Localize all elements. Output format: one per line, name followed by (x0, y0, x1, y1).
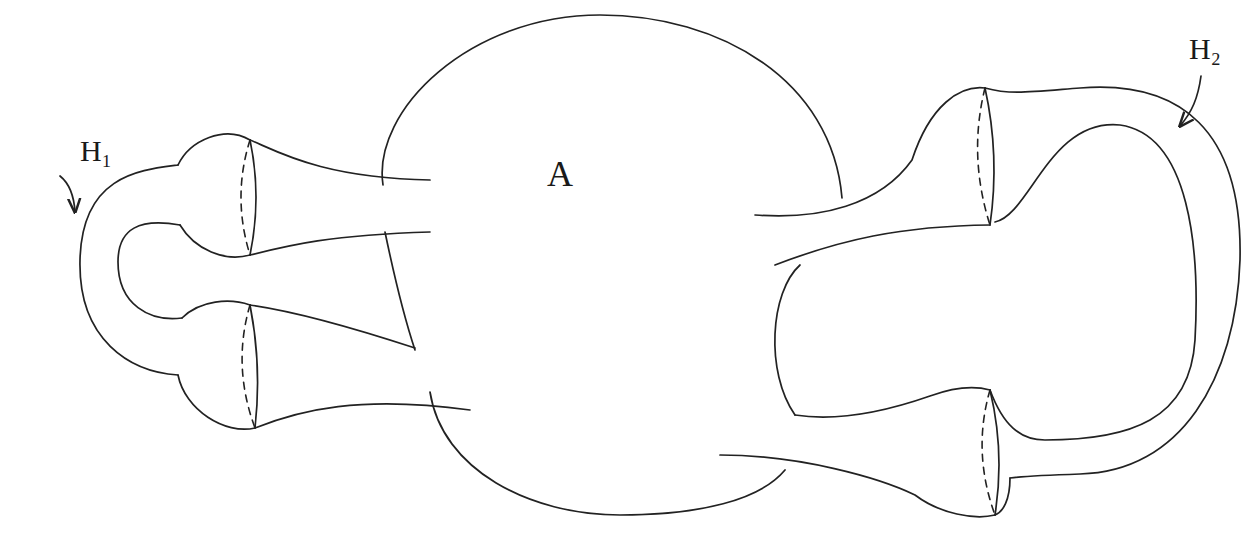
sphere-body: A (370, 8, 860, 523)
neck-tube (255, 404, 470, 428)
hidden-seam (242, 305, 255, 428)
bulb-outline (182, 301, 250, 318)
neck-tube (795, 388, 990, 418)
sphere-outline (382, 15, 842, 198)
bulb-outline (180, 225, 250, 257)
sphere-outline (775, 265, 800, 415)
neck-tube (755, 88, 985, 216)
neck-tube (250, 305, 415, 348)
hidden-seam (978, 88, 990, 225)
leader-arrow (1180, 76, 1201, 126)
handle-label: H₁ (80, 134, 112, 167)
leader-arrow (60, 176, 75, 212)
neck-tube (250, 140, 430, 180)
sphere-outline (430, 392, 785, 515)
seam-line (985, 88, 994, 225)
handle-label: H₂ (1189, 32, 1221, 65)
sphere-outline (385, 232, 415, 350)
sphere-outline (370, 8, 860, 523)
bulb-outline (178, 134, 250, 165)
handle-tube (80, 165, 178, 375)
neck-tube (720, 455, 995, 517)
hidden-seam (982, 390, 995, 515)
seam-line (250, 140, 256, 255)
region-label: A (547, 155, 573, 195)
handle-tube (990, 125, 1196, 440)
seam-line (250, 305, 258, 428)
handle-tube (985, 87, 1240, 478)
handle-tube (118, 223, 182, 319)
bulb-outline (995, 478, 1010, 515)
neck-tube (250, 232, 430, 255)
hidden-seam (241, 140, 250, 255)
neck-tube (775, 225, 990, 265)
